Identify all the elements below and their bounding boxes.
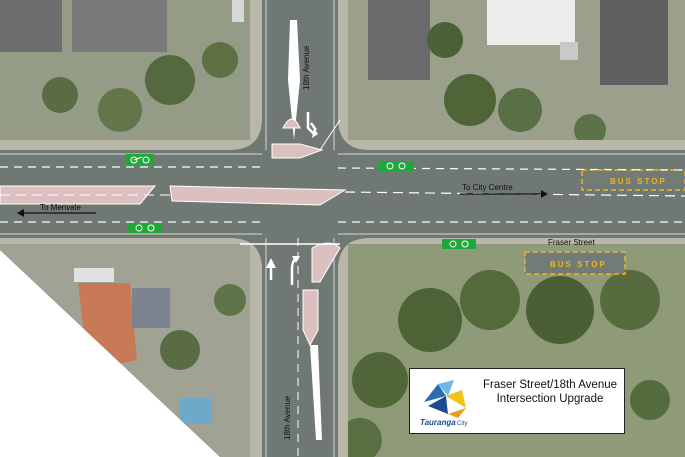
roof-red (78, 283, 137, 370)
roof (72, 0, 167, 52)
label-to-menvale: To Menvale (40, 203, 81, 212)
bus-stop-label-south: BUS STOP (550, 260, 607, 269)
label-to-city-centre: To City Centre (462, 183, 513, 192)
island-south-lower (302, 289, 319, 347)
18th-avenue-road (262, 0, 338, 457)
label-fraser-street: Fraser Street (548, 238, 595, 247)
svg-text:City: City (457, 421, 467, 427)
pool (180, 398, 212, 424)
island-north-corner (271, 143, 324, 159)
title-line-1: Fraser Street/18th Avenue (482, 379, 618, 391)
bus-stop-label-north: BUS STOP (610, 177, 667, 186)
roof (600, 0, 668, 85)
bicycle-icon (126, 154, 154, 165)
bicycle-icon (442, 239, 476, 249)
median-island-center (169, 185, 347, 206)
bus-bay-south (525, 252, 625, 274)
roof (0, 0, 62, 52)
title-line-2: Intersection Upgrade (496, 393, 604, 405)
west-arrowhead (17, 209, 24, 217)
label-18th-avenue-north: 18th Avenue (302, 45, 311, 90)
roof (487, 0, 575, 45)
map-title: Fraser Street/18th Avenue Intersection U… (478, 378, 622, 406)
title-panel: Tauranga City Fraser Street/18th Avenue … (409, 368, 625, 434)
roof (368, 0, 430, 80)
bicycle-icon (378, 161, 414, 171)
island-north (282, 118, 301, 129)
bicycle-icon (128, 223, 162, 233)
east-arrowhead (541, 190, 548, 198)
tauranga-logo-icon: Tauranga City (420, 380, 467, 427)
roof (132, 288, 170, 328)
bus-bay-north (582, 170, 685, 190)
svg-text:Tauranga: Tauranga (420, 418, 456, 427)
median-island-west (0, 185, 157, 205)
label-18th-avenue-south: 18th Avenue (283, 395, 292, 440)
